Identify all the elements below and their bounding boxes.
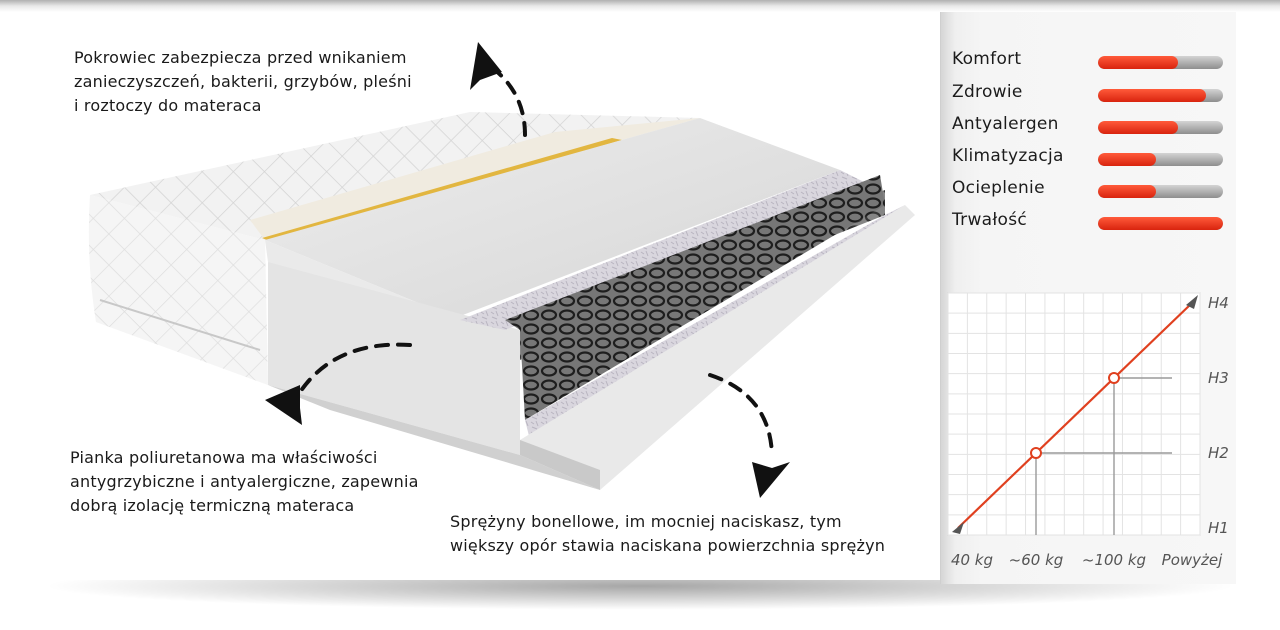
arrow-foam-head (265, 385, 302, 425)
caption-springs-line-1: Sprężyny bonellowe, im mocniej naciskasz… (450, 512, 842, 531)
chart-x-tick-label: Powyżej (1162, 551, 1223, 569)
mattress-illustration (88, 42, 915, 498)
arrow-cover (493, 68, 527, 137)
arrow-springs (708, 373, 774, 457)
caption-springs: Sprężyny bonellowe, im mocniej naciskasz… (450, 510, 885, 558)
caption-foam: Pianka poliuretanowa ma właściwości anty… (70, 446, 419, 518)
chart-y-tick-label: H2 (1208, 444, 1229, 462)
caption-cover-line-2: zanieczyszczeń, bakterii, grzybów, pleśn… (74, 72, 412, 91)
foam-base (520, 205, 915, 490)
chart-arrow-end (1186, 295, 1198, 309)
chart-guides (1035, 377, 1172, 535)
chart-marker (1108, 372, 1120, 384)
chart-x-tick-label: ~60 kg (1009, 551, 1064, 569)
caption-springs-line-2: większy opór stawia naciskana powierzchn… (450, 536, 886, 555)
chart-grid (947, 292, 1201, 536)
rating-label: Klimatyzacja (952, 146, 1064, 166)
rating-row: Zdrowie (952, 80, 1227, 110)
arrow-springs-head (752, 462, 790, 498)
caption-cover-line-3: i roztoczy do materaca (74, 96, 262, 115)
rating-fill (1098, 121, 1178, 134)
rating-row: Trwałość (952, 208, 1227, 238)
rating-row: Antyalergen (952, 112, 1227, 142)
chart-x-tick-label: 40 kg (951, 551, 993, 569)
rating-label: Komfort (952, 49, 1022, 69)
rating-row: Klimatyzacja (952, 144, 1227, 174)
rating-row: Komfort (952, 47, 1227, 77)
caption-foam-line-3: dobrą izolację termiczną materaca (70, 496, 355, 515)
rating-bar (1098, 89, 1223, 102)
bottom-shadow (40, 580, 1240, 610)
top-border (0, 0, 1280, 12)
chart-x-tick-label: ~100 kg (1082, 551, 1146, 569)
rating-label: Zdrowie (952, 82, 1023, 102)
rating-fill (1098, 89, 1206, 102)
caption-foam-line-1: Pianka poliuretanowa ma właściwości (70, 448, 378, 467)
rating-bar (1098, 153, 1223, 166)
rating-label: Ocieplenie (952, 178, 1045, 198)
felt-layer (460, 170, 870, 330)
chart-marker (1030, 447, 1042, 459)
chart-y-tick-label: H1 (1208, 519, 1229, 537)
rating-row: Ocieplenie (952, 176, 1227, 206)
chart-y-tick-label: H3 (1208, 369, 1229, 387)
chart-arrow-start (952, 522, 964, 534)
rating-bar (1098, 217, 1223, 230)
rating-fill (1098, 153, 1156, 166)
chart-y-tick-label: H4 (1208, 294, 1229, 312)
rating-label: Trwałość (952, 210, 1028, 230)
caption-cover-line-1: Pokrowiec zabezpiecza przed wnikaniem (74, 48, 407, 67)
rating-fill (1098, 185, 1156, 198)
rating-bar (1098, 56, 1223, 69)
rating-bar (1098, 185, 1223, 198)
chart-series-line (957, 302, 1193, 529)
firmness-chart: 40 kg ~60 kg ~100 kg Powyżej H1 H2 H3 H4 (947, 292, 1229, 569)
chart-markers (1030, 372, 1120, 459)
rating-fill (1098, 56, 1178, 69)
chart-series (952, 295, 1198, 534)
caption-foam-line-2: antygrzybiczne i antyalergiczne, zapewni… (70, 472, 419, 491)
arrow-foam (293, 342, 412, 402)
rating-label: Antyalergen (952, 114, 1059, 134)
foam-side (268, 262, 520, 455)
rating-fill (1098, 217, 1223, 230)
rating-bar (1098, 121, 1223, 134)
chart-ticks: 40 kg ~60 kg ~100 kg Powyżej H1 H2 H3 H4 (951, 294, 1229, 569)
arrow-cover-head (470, 42, 502, 90)
caption-cover: Pokrowiec zabezpiecza przed wnikaniem za… (74, 46, 412, 118)
foam-top (265, 118, 840, 318)
